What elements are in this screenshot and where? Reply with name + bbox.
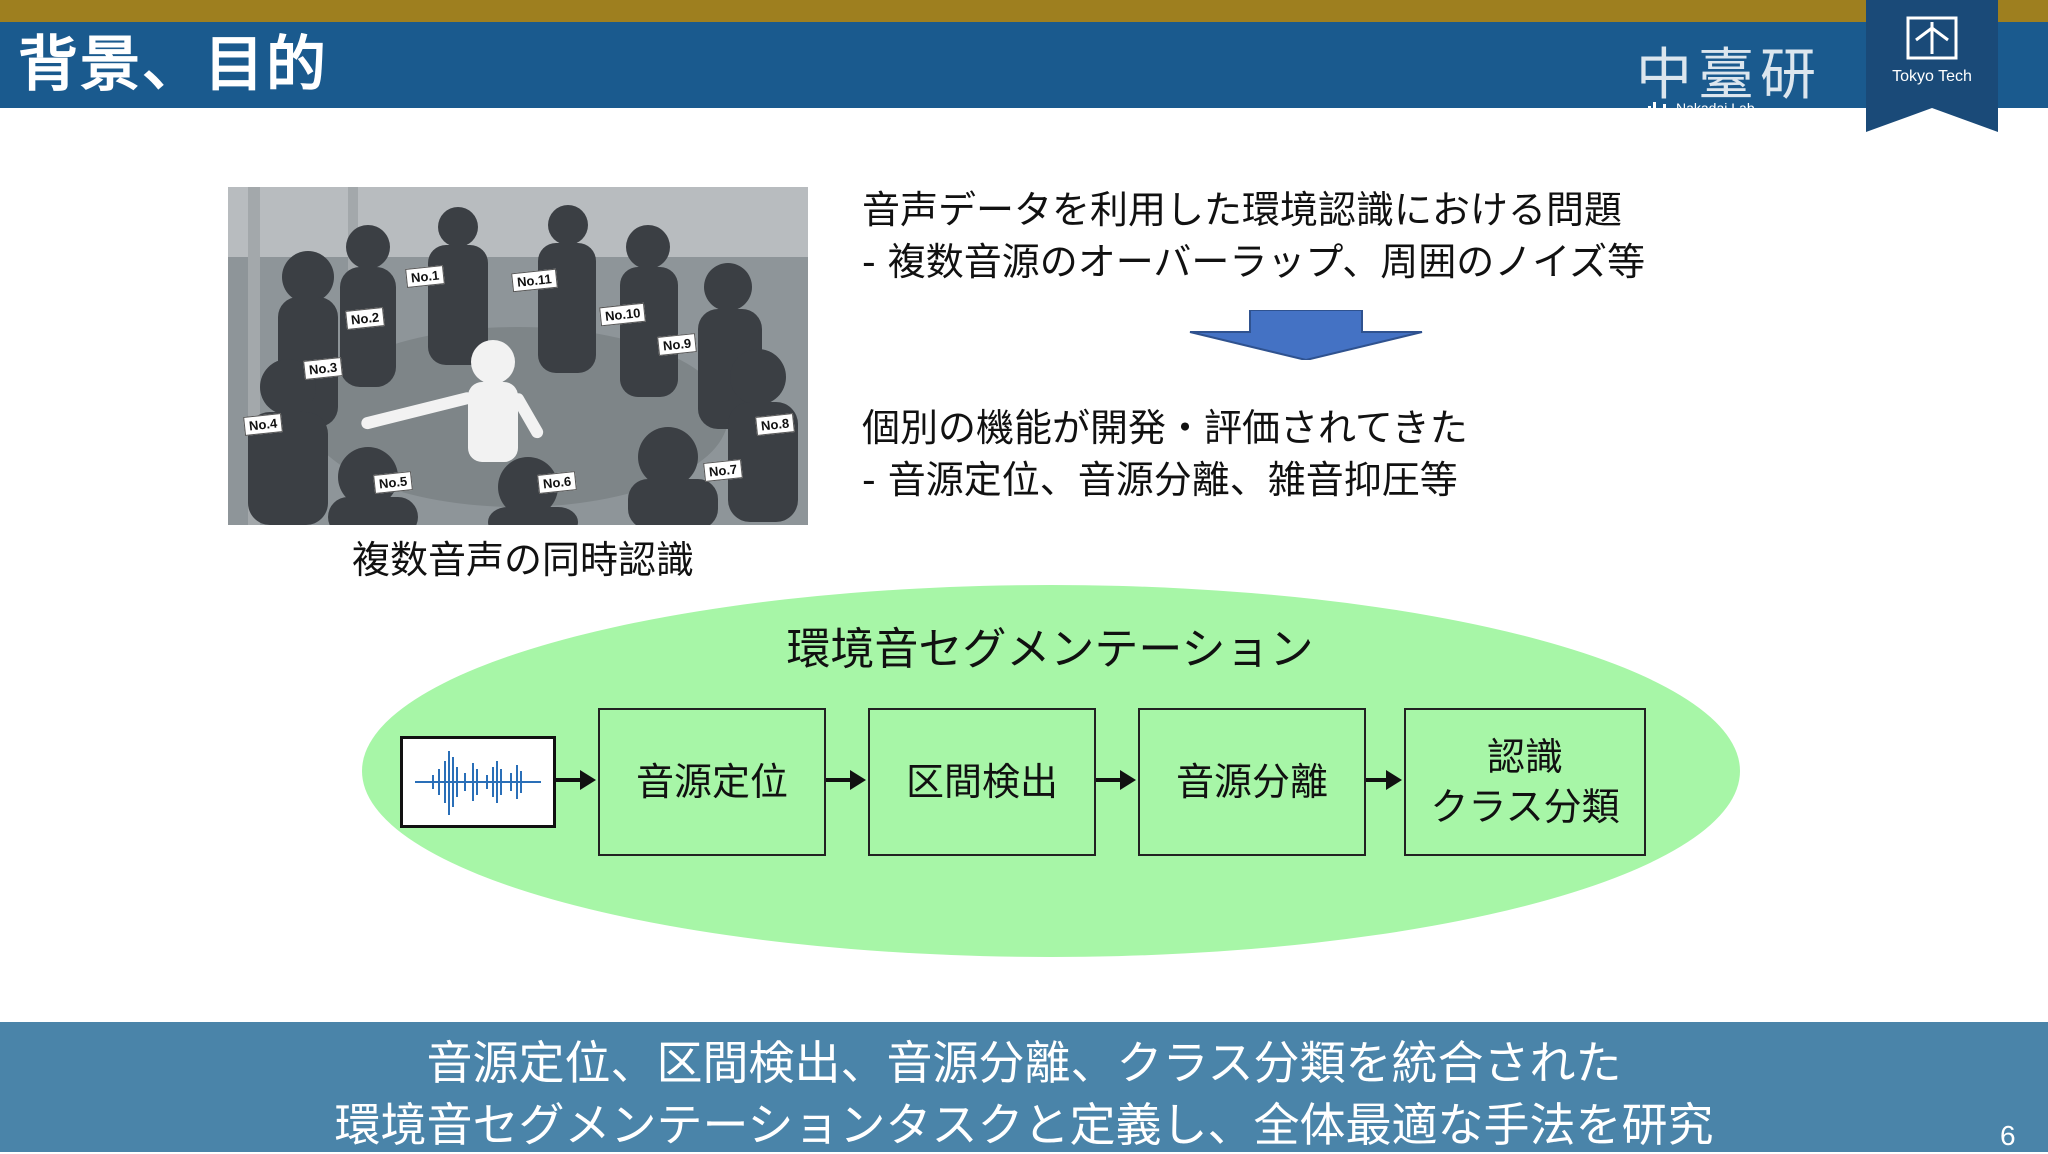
right-arrow-icon	[554, 770, 596, 790]
audio-waveform-icon	[415, 751, 541, 815]
stage-label: 区間検出	[905, 760, 1058, 804]
person-tag: No.2	[345, 307, 386, 330]
person-tag: No.4	[243, 413, 284, 436]
person-tag: No.7	[703, 459, 744, 482]
person-tag: No.8	[755, 413, 796, 436]
stage-label: 音源分離	[1175, 760, 1328, 804]
lab-logo-subtitle: Nakadai Lab.	[1676, 100, 1759, 116]
issue-statement: 音声データを利用した環境認識における問題 - 複数音源のオーバーラップ、周囲のノ…	[862, 184, 1645, 288]
stage-label-line-1: 認識	[1486, 735, 1563, 779]
university-name: Tokyo Tech	[1892, 68, 1972, 85]
right-arrow-icon	[1366, 770, 1402, 790]
person-tag: No.6	[537, 471, 578, 494]
development-line-2: - 音源定位、音源分離、雑音抑圧等	[862, 458, 1458, 502]
person-tag: No.9	[657, 333, 698, 356]
summary-footer: 音源定位、区間検出、音源分離、クラス分類を統合された 環境音セグメンテーションタ…	[0, 1022, 2048, 1152]
stage-localization: 音源定位	[598, 708, 826, 856]
development-line-1: 個別の機能が開発・評価されてきた	[862, 406, 1468, 450]
right-arrow-icon	[826, 770, 866, 790]
issue-line-1: 音声データを利用した環境認識における問題	[862, 188, 1623, 232]
lab-logo-kanji: 中臺研	[1636, 43, 1822, 108]
waveform-box	[400, 736, 556, 828]
slide-header: 背景、目的 中臺研 Nakadai Lab.	[0, 22, 2048, 116]
right-arrow-icon	[1096, 770, 1136, 790]
university-emblem-icon	[1866, 0, 1998, 132]
stage-label: 音源定位	[635, 760, 788, 804]
person-tag: No.1	[405, 265, 446, 288]
top-gold-bar	[0, 0, 2048, 22]
slide-title: 背景、目的	[18, 30, 328, 100]
development-statement: 個別の機能が開発・評価されてきた - 音源定位、音源分離、雑音抑圧等	[862, 402, 1468, 506]
page-number: 6	[2000, 1120, 2016, 1151]
stage-detection: 区間検出	[868, 708, 1096, 856]
sound-bars-icon	[1648, 102, 1671, 114]
person-tag: No.5	[373, 471, 414, 494]
stage-classification: 認識 クラス分類	[1404, 708, 1646, 856]
stage-separation: 音源分離	[1138, 708, 1366, 856]
university-badge: Tokyo Tech	[1866, 0, 1998, 132]
photo-caption: 複数音声の同時認識	[351, 538, 694, 582]
down-arrow-icon	[1189, 310, 1423, 360]
person-tag: No.3	[303, 357, 344, 380]
robot-audition-photo: No.1 No.2 No.3 No.4 No.5 No.6 No.7 No.8 …	[228, 187, 808, 525]
segmentation-title: 環境音セグメンテーション	[786, 624, 1314, 675]
summary-line-1: 音源定位、区間検出、音源分離、クラス分類を統合された	[426, 1036, 1622, 1090]
summary-line-2: 環境音セグメンテーションタスクと定義し、全体最適な手法を研究	[334, 1098, 1714, 1152]
issue-line-2: - 複数音源のオーバーラップ、周囲のノイズ等	[862, 240, 1646, 284]
stage-label-line-2: クラス分類	[1430, 785, 1620, 829]
lab-logo: 中臺研 Nakadai Lab.	[1636, 44, 1868, 120]
